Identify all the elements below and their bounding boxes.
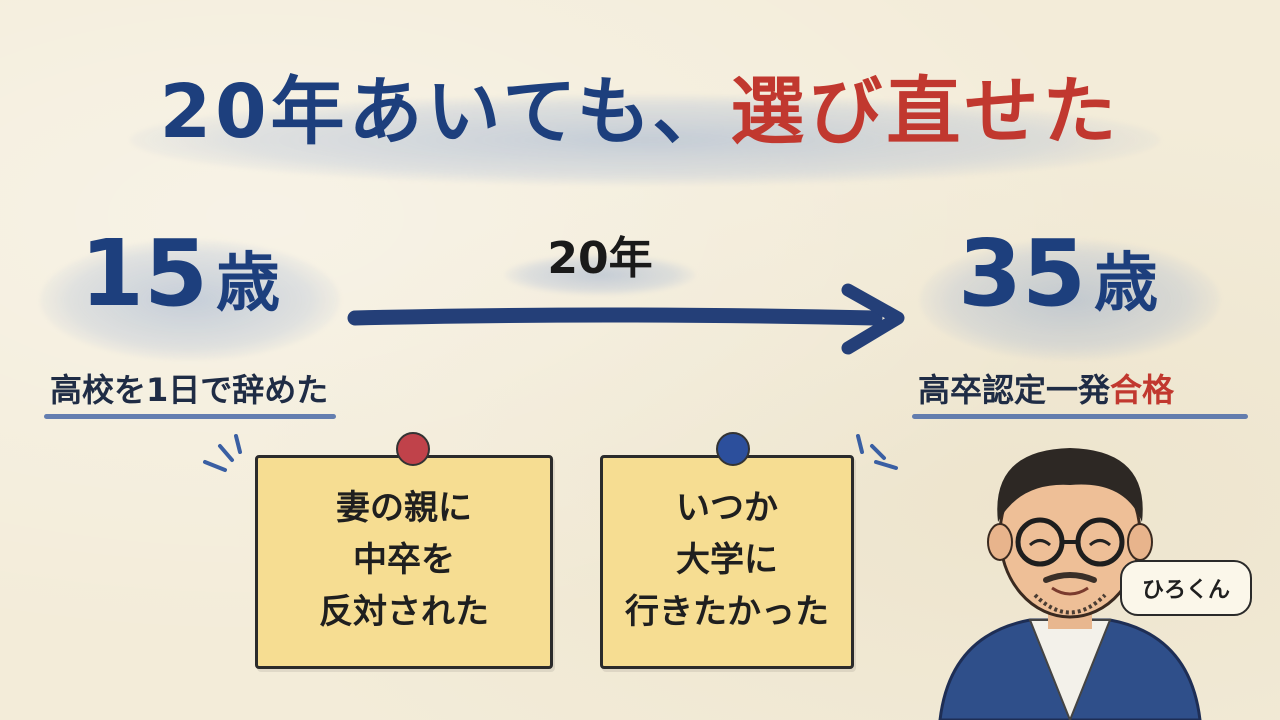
end-caption-main: 高卒認定一発: [918, 371, 1111, 409]
pin-icon: [396, 432, 430, 466]
note-text: いつか 大学に 行きたかった: [603, 482, 851, 638]
note-line: 中卒を: [353, 540, 455, 580]
start-caption: 高校を1日で辞めた: [50, 371, 329, 409]
end-age-number: 35: [958, 220, 1087, 327]
sticky-note: いつか 大学に 行きたかった: [600, 455, 854, 669]
start-caption-underline: [44, 414, 336, 419]
note-line: いつか: [676, 488, 778, 528]
note-line: 大学に: [676, 540, 778, 580]
note-line: 妻の親に: [336, 488, 472, 528]
note-line: 行きたかった: [625, 592, 829, 632]
person-avatar: [938, 448, 1202, 720]
end-caption-underline: [912, 414, 1248, 419]
end-caption-highlight: 合格: [1110, 371, 1175, 409]
note-text: 妻の親に 中卒を 反対された: [258, 482, 550, 638]
sticky-note: 妻の親に 中卒を 反対された: [255, 455, 553, 669]
note-line: 反対された: [319, 592, 489, 632]
pin-icon: [716, 432, 750, 466]
title-highlight: 選び直せた: [730, 69, 1121, 155]
end-age-unit: 歳: [1094, 247, 1159, 321]
right-age-wash: [920, 240, 1220, 360]
title-main: 20年あいても、: [159, 69, 731, 155]
page-title: 20年あいても、選び直せた: [0, 52, 1280, 159]
start-age-number: 15: [80, 220, 209, 327]
end-caption: 高卒認定一発合格: [918, 365, 1174, 411]
name-bubble: ひろくん: [1120, 560, 1252, 616]
title-wash: [130, 95, 1160, 185]
span-wash: [505, 255, 695, 295]
start-age-unit: 歳: [216, 247, 281, 321]
left-age-wash: [40, 240, 340, 360]
span-label: 20年: [547, 233, 653, 284]
